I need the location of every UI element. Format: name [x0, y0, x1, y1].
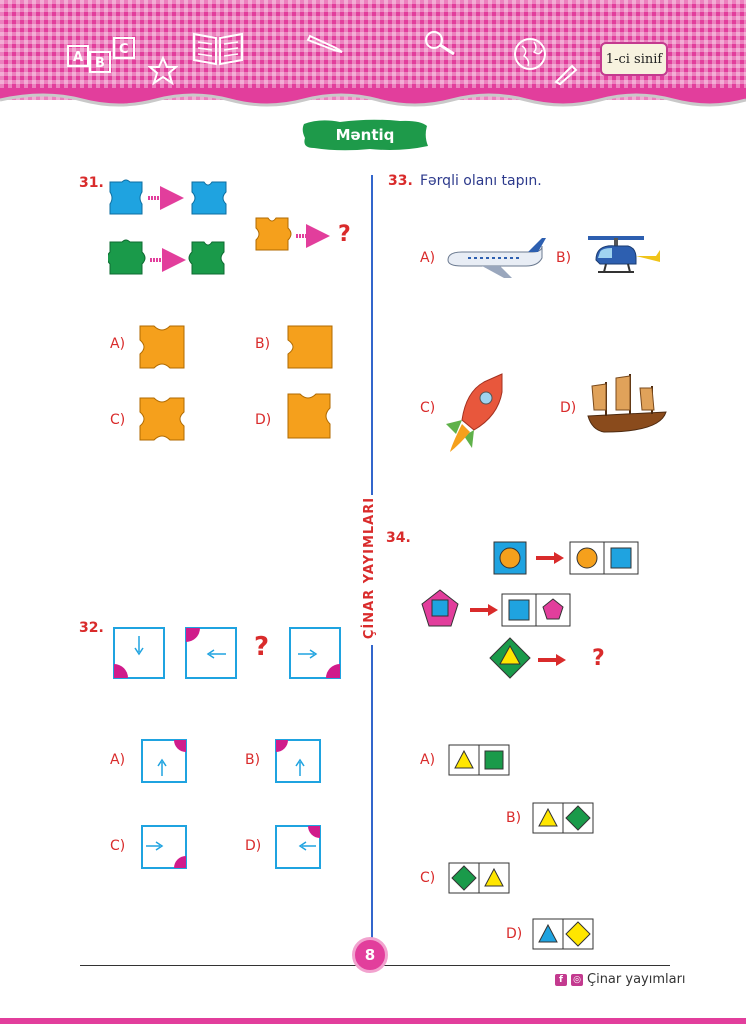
q34-option-a-shapes[interactable] [448, 744, 510, 776]
globe-icon [514, 38, 546, 70]
q32-square-sequence [113, 627, 341, 679]
q34-option-c-label[interactable]: C) [420, 870, 436, 886]
open-book-icon [193, 32, 243, 66]
q33-option-c-label[interactable]: C) [420, 400, 436, 416]
sailing-ship-image[interactable] [584, 372, 670, 436]
q32-option-d-label[interactable]: D) [245, 838, 262, 854]
bottom-strip [0, 1018, 746, 1024]
svg-text:B: B [95, 56, 105, 71]
footer-brand: f ◎ Çinar yayımları [555, 972, 686, 987]
q34-shape-sequence [421, 541, 639, 679]
q33-question-text: Fərqli olanı tapın. [420, 173, 542, 189]
q31-option-b-piece[interactable] [286, 324, 334, 370]
q33-option-b-label[interactable]: B) [556, 250, 572, 266]
q32-option-d-square[interactable] [274, 824, 322, 870]
q32-option-c-label[interactable]: C) [110, 838, 126, 854]
rocket-image[interactable] [444, 372, 508, 456]
q31-number: 31. [79, 175, 104, 191]
q34-option-a-label[interactable]: A) [420, 752, 436, 768]
abc-blocks-icon: A B C [67, 37, 135, 73]
q32-option-b-square[interactable] [274, 738, 322, 784]
footer-brand-text: Çinar yayımları [587, 972, 686, 987]
q31-puzzle-sequence [108, 179, 330, 275]
facebook-icon[interactable]: f [555, 973, 567, 986]
q34-option-d-label[interactable]: D) [506, 926, 523, 942]
q31-option-a-piece[interactable] [138, 324, 186, 370]
instagram-icon[interactable]: ◎ [571, 973, 583, 986]
helicopter-image[interactable] [584, 230, 664, 280]
header-wave-edge [0, 88, 746, 107]
publisher-spine: ÇİNAR YAYIMLARI [356, 495, 388, 645]
pencil-icon [306, 34, 343, 53]
q34-option-b-shapes[interactable] [532, 802, 594, 834]
q33-number: 33. [388, 173, 413, 189]
q31-option-c-label[interactable]: C) [110, 412, 126, 428]
page-number: 8 [352, 937, 388, 973]
airplane-image[interactable] [442, 236, 546, 280]
magnifier-icon [425, 31, 455, 56]
q33-option-a-label[interactable]: A) [420, 250, 436, 266]
q32-option-a-square[interactable] [140, 738, 188, 784]
q33-option-d-label[interactable]: D) [560, 400, 577, 416]
crayon-icon [554, 64, 578, 86]
q32-question-mark: ? [254, 632, 270, 662]
star-icon [148, 56, 178, 86]
q34-number: 34. [386, 530, 411, 546]
q31-option-d-piece[interactable] [286, 392, 334, 440]
publisher-spine-text: ÇİNAR YAYIMLARI [362, 496, 377, 640]
q34-option-d-shapes[interactable] [532, 918, 594, 950]
q31-option-d-label[interactable]: D) [255, 412, 272, 428]
q34-question-mark: ? [592, 646, 605, 671]
section-title-badge [302, 119, 428, 151]
q34-option-b-label[interactable]: B) [506, 810, 522, 826]
svg-text:C: C [119, 42, 129, 57]
q32-option-a-label[interactable]: A) [110, 752, 126, 768]
section-title: Məntiq [335, 126, 395, 144]
q31-question-mark: ? [338, 222, 351, 247]
q32-number: 32. [79, 620, 104, 636]
q31-option-b-label[interactable]: B) [255, 336, 271, 352]
q34-option-c-shapes[interactable] [448, 862, 510, 894]
q32-option-b-label[interactable]: B) [245, 752, 261, 768]
svg-text:A: A [73, 50, 83, 65]
grade-label: 1-ci sinif [600, 42, 668, 76]
q31-option-c-piece[interactable] [138, 396, 186, 442]
q32-option-c-square[interactable] [140, 824, 188, 870]
q31-option-a-label[interactable]: A) [110, 336, 126, 352]
